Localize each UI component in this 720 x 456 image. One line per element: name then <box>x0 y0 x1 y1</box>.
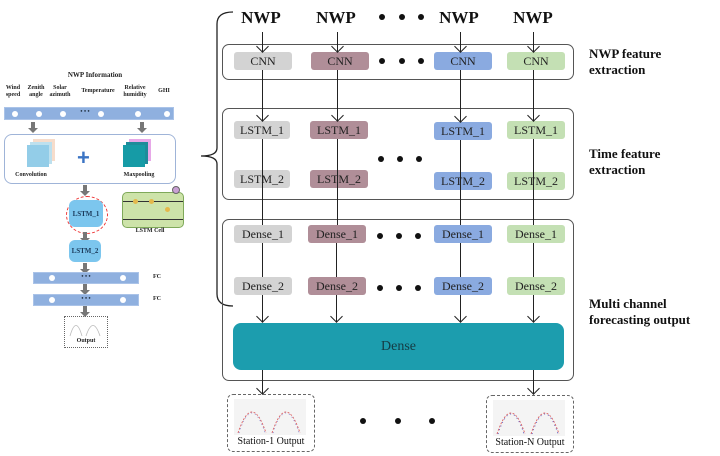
time-feature-group <box>222 108 574 200</box>
input-temperature: Temperature <box>81 88 115 94</box>
left-lstm2-block: LSTM_2 <box>69 240 101 262</box>
dense1-block-3: Dense_1 <box>434 225 492 243</box>
station-1-forecast-plot <box>234 399 306 435</box>
left-output-box: Output <box>64 316 108 348</box>
stage-label-multi-channel: Multi channel forecasting output <box>589 296 691 327</box>
input-solar-azimuth: Solar azimuth <box>49 85 71 98</box>
nwp-input-2: NWP <box>316 8 356 27</box>
dense2-block-1: Dense_2 <box>234 277 292 295</box>
left-lstm1-block: LSTM_1 <box>69 200 103 227</box>
lstm1-block-3: LSTM_1 <box>434 122 492 140</box>
fc-layer-2: • • • <box>33 294 139 306</box>
maxpooling-icon <box>123 139 153 169</box>
cnn-block-4: CNN <box>507 52 565 70</box>
fc-label-2: FC <box>153 296 161 302</box>
nwp-input-1: NWP <box>241 8 281 27</box>
dense2-block-3: Dense_2 <box>434 277 492 295</box>
station-n-forecast-plot <box>493 400 565 436</box>
cnn-block-1: CNN <box>234 52 292 70</box>
cnn-block-2: CNN <box>311 52 369 70</box>
lstm-highlight-ring <box>66 196 108 234</box>
convolution-icon <box>27 139 57 169</box>
nwp-input-bar: • • • <box>4 107 174 120</box>
nwp-input-4: NWP <box>513 8 553 27</box>
plus-icon: + <box>77 145 90 170</box>
input-relative-humidity: Relative humidity <box>123 85 147 98</box>
nwp-information-title: NWP Information <box>67 71 123 79</box>
station-n-output: Station-N Output <box>486 395 574 453</box>
nwp-feature-group <box>222 44 574 80</box>
lstm-cell-label: LSTM Cell <box>135 228 165 234</box>
maxpooling-label: Maxpooling <box>123 172 155 178</box>
dense2-block-2: Dense_2 <box>308 277 366 295</box>
lstm1-block-4: LSTM_1 <box>507 121 565 139</box>
lstm2-block-2: LSTM_2 <box>310 170 368 188</box>
lstm-cell-diagram <box>122 192 184 228</box>
conv-maxpool-box: + Convolution Maxpooling <box>4 134 176 184</box>
output-label: Output <box>76 338 96 344</box>
lstm-cell-output-icon <box>172 186 180 194</box>
input-wind-speed: Wind speed <box>5 85 21 98</box>
station-n-label: Station-N Output <box>495 437 565 448</box>
cnn-block-3: CNN <box>434 52 492 70</box>
lstm2-block-4: LSTM_2 <box>507 172 565 190</box>
multi-channel-group <box>222 219 574 381</box>
dense-merge-block: Dense <box>233 323 564 370</box>
dense1-block-1: Dense_1 <box>234 225 292 243</box>
station-1-output: Station-1 Output <box>227 394 315 452</box>
fc-label-1: FC <box>153 274 161 280</box>
dense1-block-2: Dense_1 <box>308 225 366 243</box>
lstm1-block-1: LSTM_1 <box>234 121 290 139</box>
dense1-block-4: Dense_1 <box>507 225 565 243</box>
curly-brace <box>200 11 234 307</box>
left-panel: NWP Information Wind speed Zenith angle … <box>0 60 200 360</box>
convolution-label: Convolution <box>15 172 47 178</box>
station-1-label: Station-1 Output <box>237 436 305 447</box>
dense2-block-4: Dense_2 <box>507 277 565 295</box>
lstm2-block-3: LSTM_2 <box>434 172 492 190</box>
output-curve-icon <box>69 325 101 337</box>
stage-label-time-feature: Time feature extraction <box>589 146 661 177</box>
lstm1-block-2: LSTM_1 <box>310 121 368 139</box>
input-zenith-angle: Zenith angle <box>27 85 45 98</box>
nwp-input-3: NWP <box>439 8 479 27</box>
stage-label-nwp-feature: NWP feature extraction <box>589 46 662 77</box>
fc-layer-1: • • • <box>33 272 139 284</box>
input-ghi: GHI <box>158 88 170 94</box>
